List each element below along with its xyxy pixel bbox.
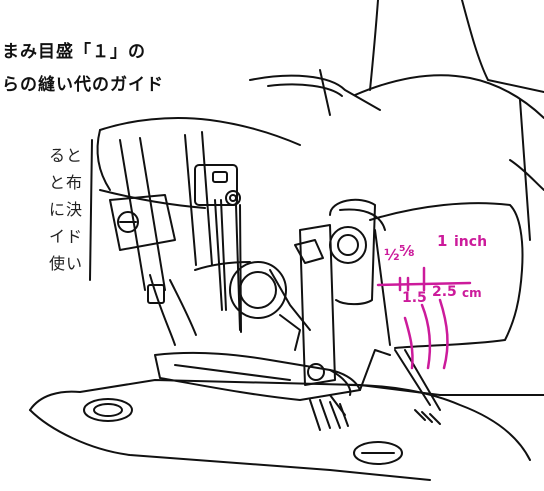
- foot-guide: [329, 394, 346, 416]
- body-line: イド: [49, 227, 84, 246]
- foot-guide: [404, 349, 441, 411]
- left-cover: [99, 117, 301, 146]
- scale-guide-line: [403, 316, 414, 370]
- upper-knife-arm: [299, 224, 336, 386]
- front-cover: [374, 229, 391, 346]
- bed-plate: [29, 409, 431, 481]
- needle-bar: [184, 134, 197, 266]
- looper-hole: [229, 261, 287, 319]
- machine-cover-edge: [519, 99, 531, 241]
- bed-plate: [29, 379, 544, 411]
- presser-bar-screw: [117, 211, 139, 233]
- thread-guide-wire: [249, 74, 381, 111]
- bed-screw-hole: [83, 398, 133, 422]
- needle-clamp-screw: [225, 190, 241, 206]
- heading-line-2: らの縫い代のガイド: [2, 75, 164, 95]
- scale-inch-half: ½: [384, 246, 400, 264]
- upper-knife-hex: [294, 239, 324, 264]
- needle-clamp-screw: [212, 171, 228, 183]
- scale-cm-small: 1.5: [402, 290, 427, 306]
- looper-body: [279, 314, 301, 351]
- machine-cover-edge: [461, 0, 544, 93]
- needle-bar: [201, 131, 213, 266]
- foot-guide: [414, 409, 441, 425]
- scale-inch-five-eighths: ⅝: [399, 242, 415, 260]
- presser-bar: [139, 137, 166, 291]
- small-bracket: [147, 284, 165, 304]
- bed-screw-hole: [93, 403, 123, 417]
- body-line: と布: [49, 173, 84, 192]
- machine-cover-edge: [509, 159, 544, 191]
- thread-guide-wire: [267, 83, 343, 97]
- heading-line-1: まみ目盛「１」の: [2, 42, 146, 62]
- presser-bar: [119, 139, 146, 291]
- presser-foot-screw: [307, 363, 325, 381]
- looper-body: [269, 269, 311, 331]
- presser-foot-lines: [174, 364, 291, 381]
- machine-cover-curve: [354, 74, 544, 119]
- knob-housing: [339, 208, 386, 231]
- bed-plate: [349, 384, 531, 461]
- front-cover: [369, 202, 524, 349]
- scale-guide-line: [438, 298, 449, 370]
- body-line: 使い: [49, 254, 84, 273]
- body-line: に決: [49, 200, 84, 219]
- body-line: ると: [49, 146, 84, 165]
- scale-cm-unit: cm: [462, 286, 482, 300]
- presser-bar-block: [109, 194, 176, 251]
- feed-dog-lines: [309, 399, 349, 431]
- presser-foot-toe: [329, 369, 352, 396]
- scale-guide-line: [420, 303, 432, 370]
- needle: [220, 199, 227, 311]
- knob: [329, 226, 367, 264]
- knob-housing: [329, 198, 376, 306]
- needle: [235, 204, 241, 331]
- scale-cm-large: 2.5: [432, 284, 457, 300]
- needle: [214, 199, 223, 311]
- foot-rear: [359, 349, 391, 391]
- looper-hole: [239, 271, 277, 309]
- machine-cover-edge: [369, 0, 379, 91]
- scale-inch-one: 1: [437, 232, 448, 250]
- knob: [337, 234, 359, 256]
- needle-clamp-screw: [229, 194, 237, 202]
- looper-plate: [194, 261, 251, 271]
- left-cover: [89, 139, 93, 281]
- left-cover: [99, 189, 206, 209]
- thread-guide-wire: [319, 69, 331, 116]
- looper-arm: [169, 279, 197, 336]
- presser-foot: [154, 351, 361, 401]
- left-cover: [96, 129, 111, 191]
- bed-screw-hole: [353, 441, 403, 465]
- scale-inch-unit: inch: [454, 234, 488, 250]
- foot-guide: [394, 349, 431, 406]
